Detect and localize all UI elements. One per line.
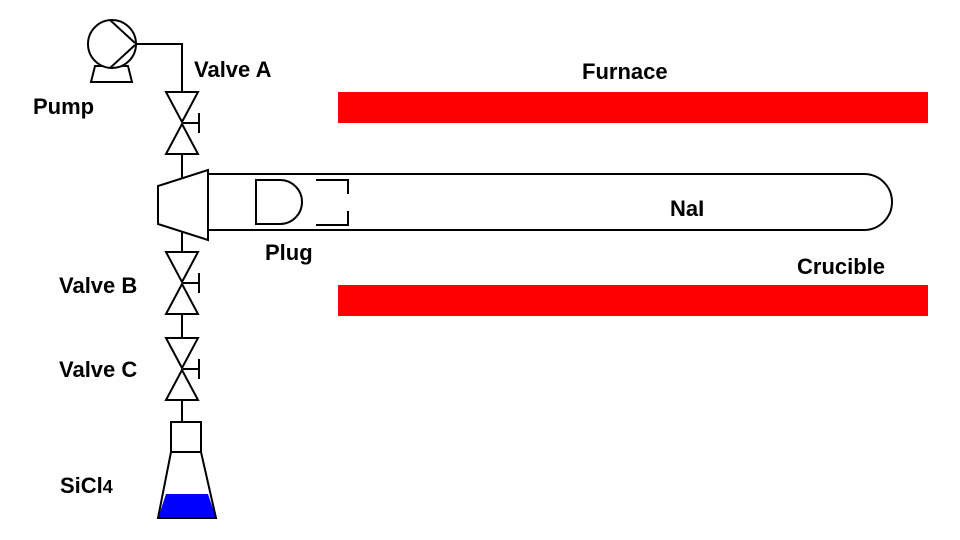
pump-label: Pump (33, 94, 94, 119)
pump-pipe (136, 43, 183, 92)
furnace-heater-bottom (338, 285, 928, 316)
sicl4-flask (156, 421, 218, 519)
valve-a-label: Valve A (194, 57, 272, 82)
nai-label: NaI (670, 196, 704, 221)
valve-c-label: Valve C (59, 357, 137, 382)
valve-b (164, 251, 200, 315)
reaction-tube (208, 173, 893, 231)
plug-seat-top (316, 179, 349, 194)
sicl4-label: SiCl4 (60, 473, 113, 498)
plug-seat-bottom (316, 211, 349, 226)
crucible-label: Crucible (797, 254, 885, 279)
valve-a-top-triangle (164, 91, 200, 125)
flask-neck (170, 421, 202, 453)
pump (87, 19, 137, 83)
valve-b-label: Valve B (59, 273, 137, 298)
valve-c-top-triangle (164, 337, 200, 371)
valve-a-bottom-triangle (164, 121, 200, 155)
pump-body (87, 19, 137, 69)
stopper (157, 168, 209, 242)
plug-shape (255, 179, 303, 225)
flask-liquid (158, 494, 216, 518)
pump-base (89, 65, 134, 83)
furnace-label: Furnace (582, 59, 668, 84)
valve-b-bottom-triangle (164, 281, 200, 315)
valve-b-top-triangle (164, 251, 200, 285)
valve-c-bottom-triangle (164, 367, 200, 401)
plug-label: Plug (265, 240, 313, 265)
furnace-heater-top (338, 92, 928, 123)
sicl4-label-main: SiCl (60, 473, 103, 498)
valve-c (164, 337, 200, 401)
pump-blade-bottom (109, 44, 136, 69)
sicl4-label-subscript: 4 (103, 477, 113, 497)
valve-a (164, 91, 200, 155)
flask-body (156, 451, 218, 519)
pump-blade-top (109, 19, 136, 44)
